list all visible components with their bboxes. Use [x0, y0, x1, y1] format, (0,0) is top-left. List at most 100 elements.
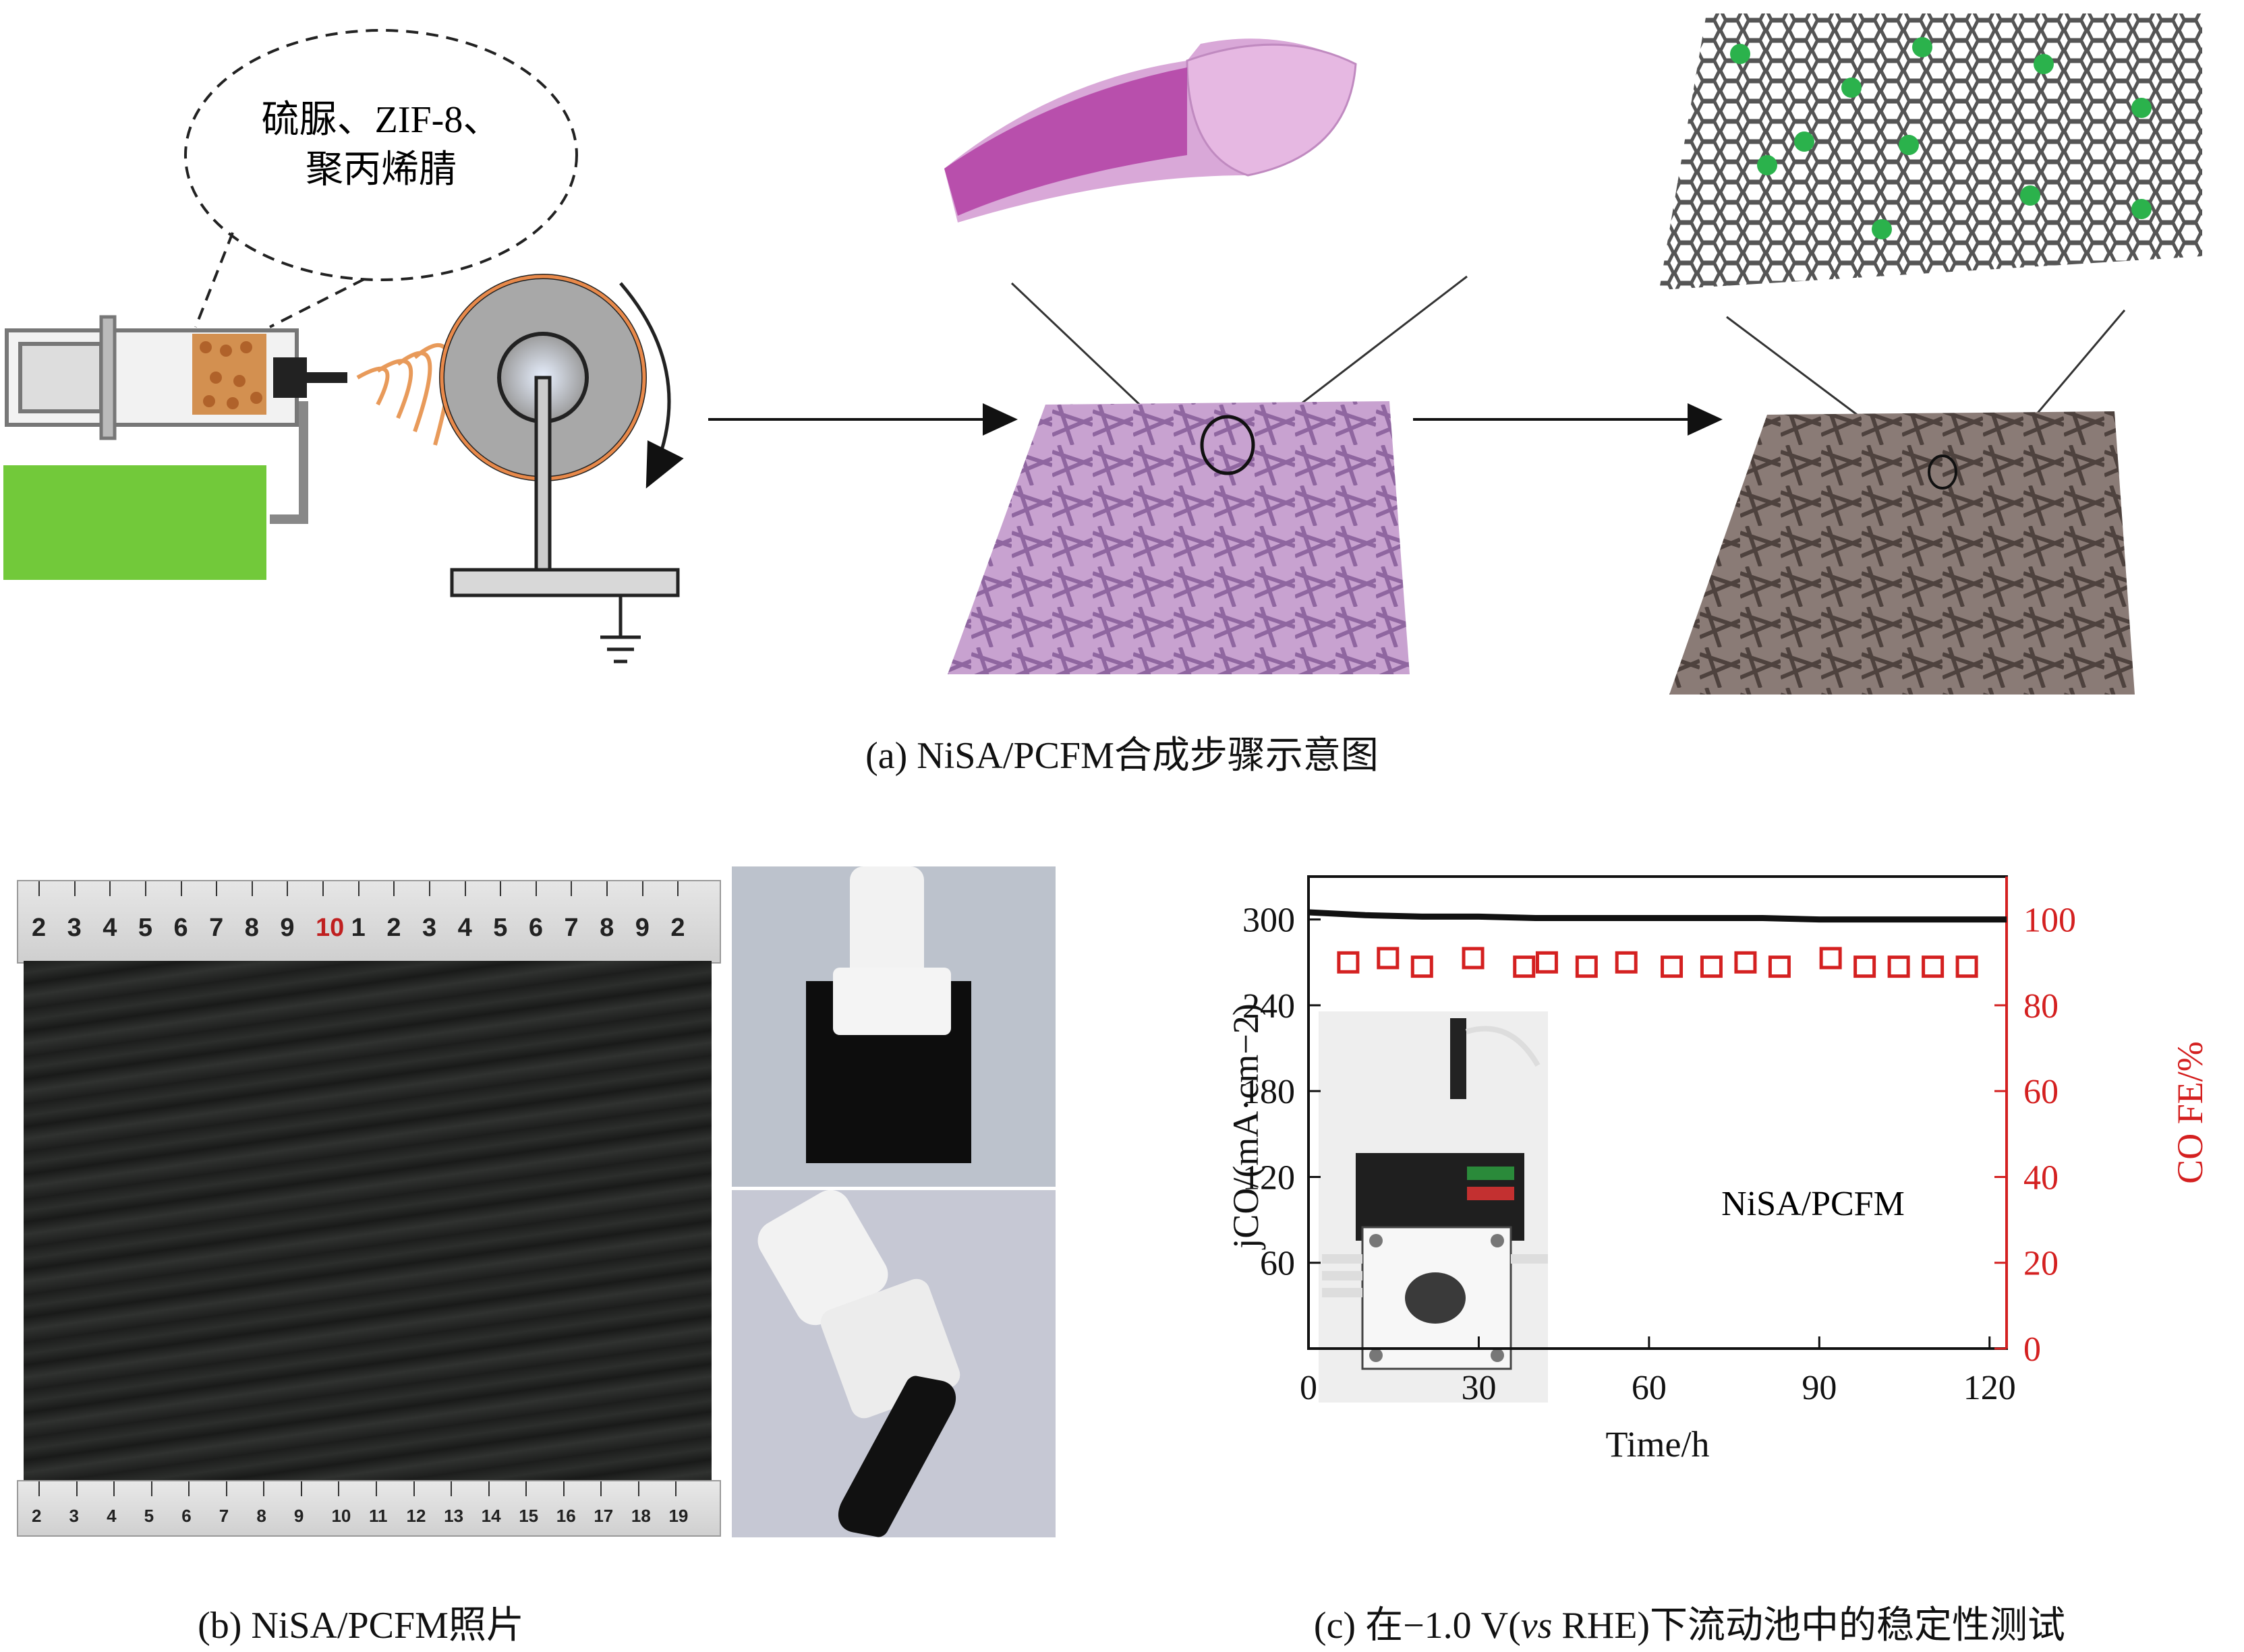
ruler-label: 19 [668, 1506, 689, 1526]
power-supply [3, 465, 266, 580]
ruler-label: 4 [107, 1506, 117, 1526]
y-right-tick-label: 20 [2023, 1245, 2059, 1283]
fe-marker [1661, 955, 1684, 978]
x-tick-label: 0 [1300, 1369, 1317, 1407]
ruler-label: 4 [103, 914, 117, 942]
y-left-tick-label: 240 [1242, 987, 1295, 1026]
ruler-label: 6 [528, 914, 543, 942]
synthesis-schematic: 硫脲、ZIF-8、 聚丙烯腈 [3, 13, 2202, 695]
ruler-label: 13 [444, 1506, 464, 1526]
fe-marker [1513, 955, 1536, 978]
graphene-single-atom-illustration [1659, 13, 2202, 290]
y-right-tick-label: 100 [2023, 902, 2076, 940]
ruler-label: 9 [635, 914, 650, 942]
current-density-line [1308, 909, 2007, 923]
fe-marker [1410, 955, 1433, 978]
x-tick-label: 120 [1963, 1369, 2016, 1407]
ruler-label: 6 [181, 1506, 192, 1526]
ruler-label: 8 [244, 914, 259, 942]
bubble-text-line1: 硫脲、ZIF-8、 [262, 99, 501, 141]
ruler-label: 2 [386, 914, 401, 942]
membrane-bent-photo [732, 1190, 1056, 1537]
fe-marker [1337, 951, 1360, 974]
caption-c-suffix: RHE)下流动池中的稳定性测试 [1552, 1605, 2066, 1647]
fe-marker [1377, 947, 1400, 970]
caption-c: (c) 在−1.0 V(vs RHE)下流动池中的稳定性测试 [1241, 1595, 2138, 1649]
ruler-label: 15 [519, 1506, 539, 1526]
ruler-label: 4 [457, 914, 472, 942]
membrane-clamped-photo [732, 866, 1056, 1187]
spray-cone [356, 343, 452, 446]
membrane-sheet [24, 961, 712, 1480]
y-right-tick-label: 80 [2023, 987, 2059, 1026]
fe-marker [1575, 955, 1598, 978]
y-left-tick-label: 60 [1260, 1245, 1295, 1283]
ruler-label: 9 [280, 914, 295, 942]
ruler-label: 5 [493, 914, 508, 942]
ruler-label: 8 [256, 1506, 266, 1526]
ruler-label: 7 [209, 914, 224, 942]
caption-a: (a) NiSA/PCFM合成步骤示意图 [865, 735, 1379, 777]
single-fiber-illustration [944, 38, 1357, 223]
fe-marker [1819, 947, 1842, 970]
ruler-label: 18 [631, 1506, 651, 1526]
ruler-label: 2 [670, 914, 685, 942]
y-left-axis-title: jCO/(mA·cm−2) [1226, 1003, 1266, 1249]
fe-marker [1768, 955, 1791, 978]
ruler-label: 10 [316, 914, 345, 942]
fe-marker [1462, 947, 1485, 970]
y-right-tick-label: 40 [2023, 1158, 2059, 1197]
x-tick-label: 90 [1802, 1369, 1837, 1407]
fe-marker [1922, 955, 1945, 978]
precursor-fiber-mat [948, 401, 1410, 674]
ruler-label: 2 [32, 1506, 42, 1526]
ruler-label: 7 [564, 914, 579, 942]
ruler-label: 5 [138, 914, 153, 942]
ruler-label: 17 [594, 1506, 614, 1526]
ruler-label: 7 [219, 1506, 229, 1526]
flow-cell-photo [1319, 1011, 1548, 1403]
ruler-label: 3 [69, 1506, 80, 1526]
fe-marker [1535, 951, 1558, 974]
y-left-tick-label: 120 [1242, 1158, 1295, 1197]
ruler-label: 12 [406, 1506, 426, 1526]
collector-drum [439, 274, 684, 663]
fe-marker [1615, 951, 1638, 974]
y-right-tick-label: 60 [2023, 1073, 2059, 1111]
ruler-label: 1 [351, 914, 366, 942]
ruler-label: 14 [481, 1506, 501, 1526]
y-left-tick-label: 180 [1242, 1073, 1295, 1111]
ruler-label: 5 [144, 1506, 154, 1526]
fe-marker [1734, 951, 1757, 974]
caption-c-italic: vs [1520, 1605, 1553, 1647]
x-tick-label: 30 [1461, 1369, 1496, 1407]
fe-marker [1887, 955, 1910, 978]
caption-b: (b) NiSA/PCFM照片 [198, 1605, 524, 1647]
ruler-label: 2 [32, 914, 47, 942]
y-left-tick-label: 300 [1242, 902, 1295, 940]
fe-marker [1853, 955, 1876, 978]
panel-a: 硫脲、ZIF-8、 聚丙烯腈 (a) NiSA/PCFM合成步骤示意图 [0, 0, 2244, 796]
ruler-label: 6 [173, 914, 188, 942]
ruler-label: 3 [67, 914, 82, 942]
ruler-label: 8 [600, 914, 614, 942]
ruler-label: 10 [331, 1506, 351, 1526]
x-axis-title: Time/h [1605, 1424, 1709, 1465]
y-right-tick-label: 0 [2023, 1330, 2041, 1369]
ruler-label: 3 [422, 914, 437, 942]
ruler-label: 11 [369, 1506, 388, 1526]
stability-chart: 0 30 60 90 120 60 120 180 240 300 0 20 40 60 80 100Time… [1226, 875, 2210, 1465]
fe-marker [1700, 955, 1723, 978]
x-tick-label: 60 [1632, 1369, 1667, 1407]
syringe-icon [5, 315, 347, 524]
bubble-text-line2: 聚丙烯腈 [306, 149, 457, 191]
caption-c-prefix: (c) 在−1.0 V( [1313, 1605, 1521, 1647]
fe-marker [1955, 955, 1978, 978]
y-right-axis-title: CO FE/% [2170, 1041, 2210, 1184]
ruler-label: 9 [293, 1506, 304, 1526]
